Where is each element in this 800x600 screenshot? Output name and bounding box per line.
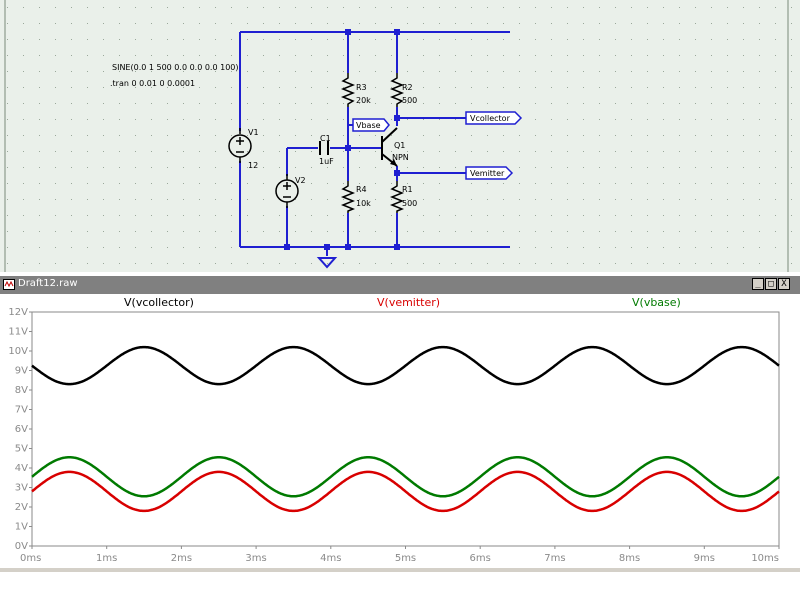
series-line-1[interactable] — [31, 470, 780, 513]
waveform-window-icon[interactable] — [3, 279, 15, 290]
x-tick-label: 5ms — [395, 553, 416, 564]
x-tick-label: 7ms — [544, 553, 565, 564]
transistor-q1[interactable] — [381, 127, 398, 167]
vcollector-label-text: Vcollector — [470, 114, 510, 123]
x-tick-label: 10ms — [751, 553, 779, 564]
x-tick-label: 8ms — [619, 553, 640, 564]
plot-area[interactable]: V(vcollector) V(vemitter) V(vbase) 0V 1V 2… — [0, 294, 800, 568]
junction-dots — [284, 29, 400, 250]
y-tick-label: 10V — [8, 346, 28, 357]
vemitter-label-text: Vemitter — [470, 169, 505, 178]
restore-button[interactable]: □ — [765, 278, 777, 290]
c1-value: 1uF — [319, 157, 334, 166]
r4-value: 10k — [356, 199, 371, 208]
waveform-window[interactable]: Draft12.raw _ □ X V(vcollector) V(vemitt… — [0, 276, 800, 568]
x-tick-label: 4ms — [320, 553, 341, 564]
y-tick-label: 4V — [15, 463, 28, 474]
y-tick-label: 5V — [15, 444, 28, 455]
waveform-plot[interactable]: 0V 1V 2V 3V 4V 5V 6V 7V 8V 9V 10V 11V 12V 0ms 1ms 2ms 3m… — [0, 294, 800, 568]
series-line-2[interactable] — [31, 456, 780, 498]
y-tick-label: 2V — [15, 502, 28, 513]
resistor-r1[interactable] — [389, 181, 405, 213]
ground-icon[interactable] — [316, 257, 338, 269]
v2-label: V2 — [295, 176, 306, 185]
voltage-source-v2[interactable] — [275, 174, 299, 208]
r2-value: 500 — [402, 96, 418, 105]
c1-label: C1 — [320, 134, 331, 143]
legend-vbase[interactable]: V(vbase) — [632, 296, 681, 309]
window-title: Draft12.raw — [18, 278, 78, 289]
vbase-label-text: Vbase — [356, 121, 381, 130]
v1-value: 12 — [248, 161, 259, 170]
r3-value: 20k — [356, 96, 371, 105]
status-bar — [0, 568, 800, 600]
resistor-r3[interactable] — [340, 73, 356, 107]
y-tick-label: 8V — [15, 385, 28, 396]
net-label-vcollector[interactable] — [465, 111, 523, 125]
r4-label: R4 — [356, 185, 367, 194]
r2-label: R2 — [402, 83, 413, 92]
voltage-source-v1[interactable] — [228, 128, 252, 163]
y-tick-label: 3V — [15, 483, 28, 494]
v1-label: V1 — [248, 128, 259, 137]
x-tick-label: 1ms — [96, 553, 117, 564]
y-tick-label: 11V — [8, 327, 28, 338]
r1-label: R1 — [402, 185, 413, 194]
y-tick-label: 9V — [15, 366, 28, 377]
x-tick-label: 0ms — [20, 553, 41, 564]
r3-label: R3 — [356, 83, 367, 92]
schematic-editor[interactable]: SINE(0.0 1 500 0.0 0.0 0.0 100) .tran 0 … — [0, 0, 800, 272]
legend-vcollector[interactable]: V(vcollector) — [124, 296, 194, 309]
minimize-button[interactable]: _ — [752, 278, 764, 290]
schematic-canvas[interactable] — [0, 0, 800, 272]
capacitor-c1[interactable] — [319, 141, 329, 155]
y-tick-label: 0V — [15, 541, 28, 552]
x-tick-label: 2ms — [171, 553, 192, 564]
resistor-r2[interactable] — [389, 73, 405, 107]
legend-vemitter[interactable]: V(vemitter) — [377, 296, 441, 309]
window-titlebar[interactable]: Draft12.raw _ □ X — [0, 276, 800, 294]
q1-label: Q1 — [394, 141, 406, 150]
net-label-vemitter[interactable] — [465, 166, 514, 180]
x-tick-label: 3ms — [245, 553, 266, 564]
q1-type: NPN — [392, 153, 409, 162]
y-tick-label: 1V — [15, 522, 28, 533]
r1-value: 500 — [402, 199, 418, 208]
net-label-vbase[interactable] — [352, 118, 390, 132]
x-tick-label: 9ms — [694, 553, 715, 564]
y-tick-label: 12V — [8, 307, 28, 318]
tran-directive[interactable]: .tran 0 0.01 0 0.0001 — [110, 79, 196, 88]
close-button[interactable]: X — [778, 278, 790, 290]
sine-directive[interactable]: SINE(0.0 1 500 0.0 0.0 0.0 100) — [112, 63, 239, 72]
x-tick-label: 6ms — [470, 553, 491, 564]
resistor-r4[interactable] — [340, 181, 356, 213]
series-line-0[interactable] — [31, 345, 780, 386]
y-tick-label: 7V — [15, 405, 28, 416]
y-tick-label: 6V — [15, 424, 28, 435]
